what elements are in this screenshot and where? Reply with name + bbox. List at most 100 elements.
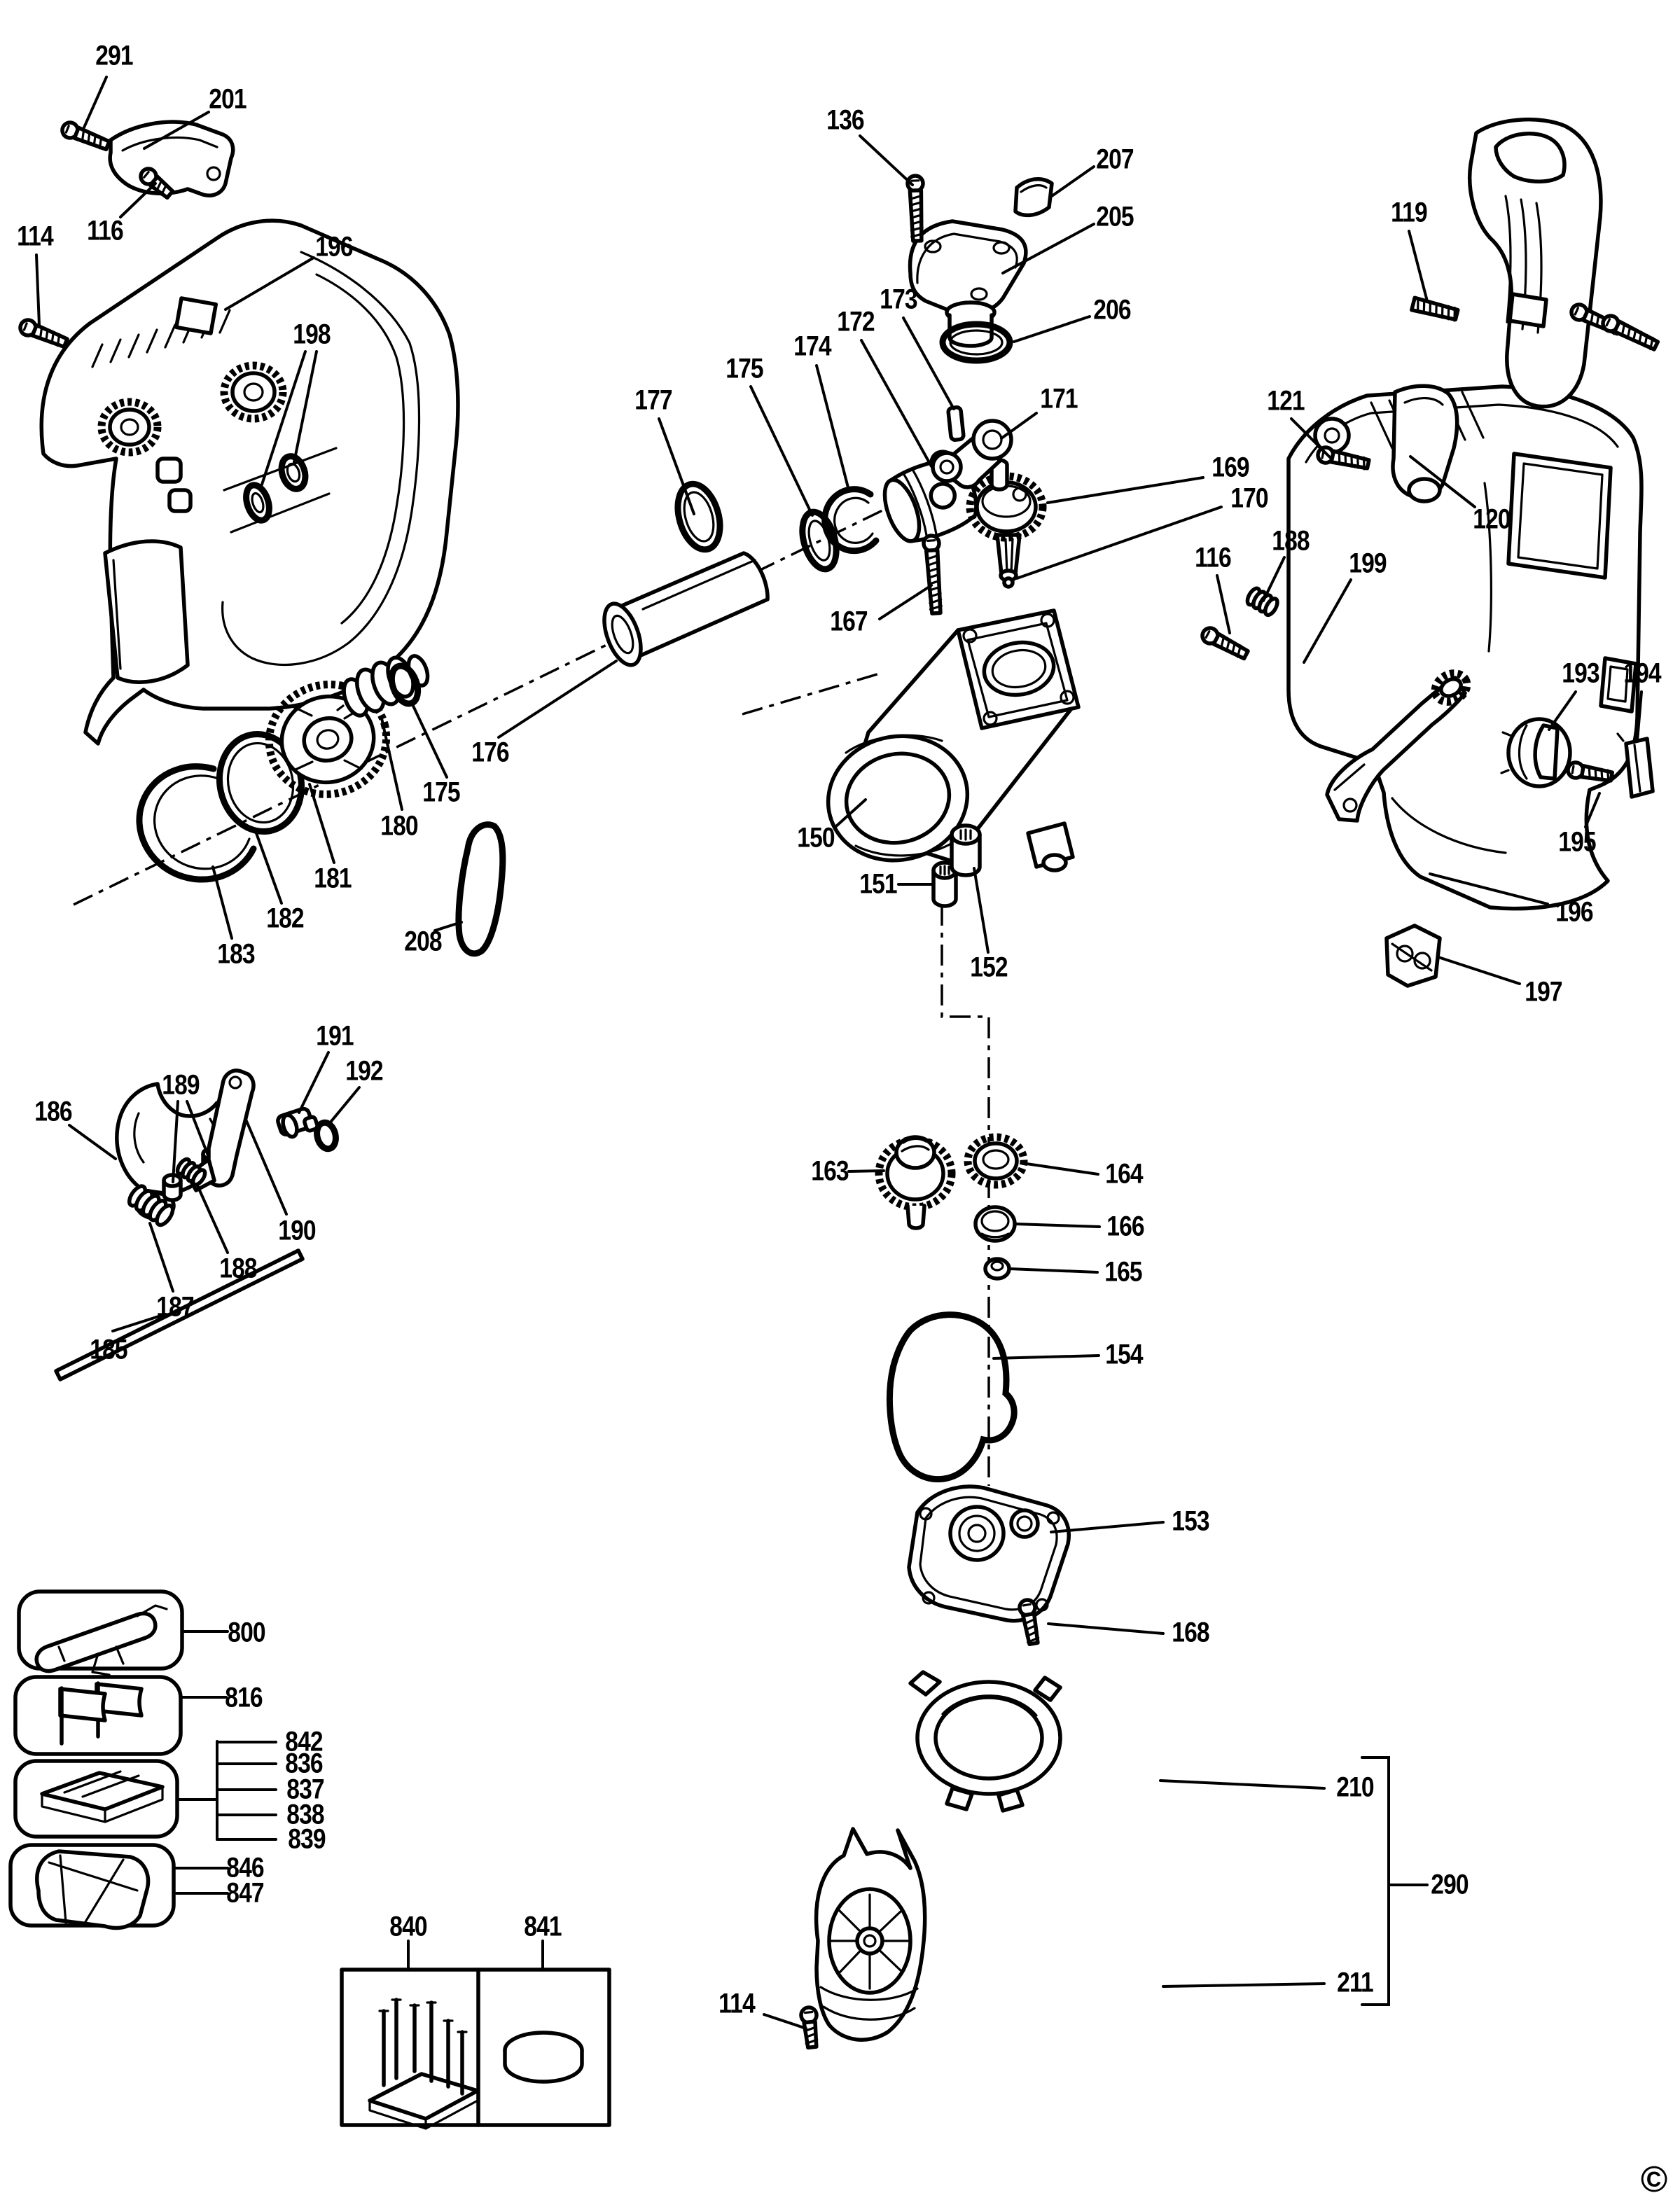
part-label-210: 210 — [1336, 1771, 1374, 1803]
kit-tray-drawing — [40, 1770, 165, 1823]
part-label-172: 172 — [837, 306, 875, 337]
screw-114-top-drawing — [18, 318, 69, 349]
cord-clamp-197-drawing — [1384, 924, 1442, 988]
leader-line-187 — [148, 1222, 174, 1293]
leader-line-176 — [497, 660, 618, 739]
bearing-151-drawing — [931, 861, 958, 908]
part-label-176: 176 — [471, 737, 509, 768]
leader-line-116-middle — [1216, 574, 1231, 634]
kit-box-800 — [17, 1589, 184, 1671]
plunger-191-drawing — [276, 1106, 319, 1139]
part-label-206: 206 — [1093, 294, 1131, 326]
part-label-199: 199 — [1349, 548, 1387, 579]
part-label-163: 163 — [811, 1155, 849, 1187]
part-label-175-lower: 175 — [422, 777, 460, 808]
part-label-116-top-left: 116 — [87, 215, 124, 246]
gasket-208-drawing — [455, 821, 506, 957]
part-label-188-upper: 188 — [1272, 525, 1310, 557]
leader-line-120 — [1409, 455, 1476, 508]
part-label-208: 208 — [404, 926, 442, 957]
leader-line-191 — [298, 1051, 330, 1114]
screw-116-middle-drawing — [1200, 626, 1250, 661]
part-label-191: 191 — [316, 1020, 354, 1052]
part-label-170: 170 — [1230, 482, 1268, 514]
axis-line-0 — [73, 483, 936, 906]
leader-line-194 — [1636, 690, 1643, 742]
part-label-198: 198 — [293, 319, 331, 350]
leader-line-172 — [860, 339, 933, 468]
leader-line-196-right — [1429, 872, 1549, 905]
coupling-180-drawing — [336, 654, 430, 718]
leader-line-206 — [1013, 315, 1091, 343]
left-housing-drawing — [39, 218, 460, 746]
screw-housing-b-drawing — [1601, 314, 1660, 351]
part-label-182: 182 — [266, 903, 304, 934]
shift-rod-185-drawing — [54, 1248, 305, 1381]
part-label-800: 800 — [228, 1617, 265, 1648]
end-cap-211-drawing — [814, 1827, 927, 2042]
part-label-290: 290 — [1431, 1869, 1469, 1900]
part-label-120: 120 — [1473, 503, 1511, 535]
leader-line-190 — [245, 1120, 288, 1216]
part-label-165: 165 — [1104, 1256, 1142, 1288]
part-label-167: 167 — [830, 606, 868, 637]
part-label-169: 169 — [1212, 452, 1249, 483]
leader-line-165 — [1008, 1267, 1099, 1274]
leader-line-195 — [1584, 792, 1601, 828]
part-label-174: 174 — [793, 330, 831, 362]
leader-line-119 — [1408, 230, 1429, 302]
mode-lever-199-drawing — [1325, 669, 1471, 823]
part-label-114-bottom: 114 — [718, 1988, 756, 2019]
stud-119-drawing — [1410, 295, 1460, 322]
part-label-119: 119 — [1391, 197, 1428, 228]
ring-177-drawing — [674, 480, 723, 553]
leader-line-166 — [1013, 1223, 1101, 1228]
part-label-154: 154 — [1105, 1339, 1143, 1370]
leader-line-192 — [328, 1086, 361, 1125]
screw-168-drawing — [1018, 1598, 1040, 1647]
crankcase-150-drawing — [826, 608, 1081, 872]
part-label-196-right: 196 — [1555, 896, 1593, 928]
part-label-190: 190 — [278, 1215, 316, 1246]
kit-grease-800-drawing — [34, 1604, 168, 1676]
part-label-196-top-left: 196 — [315, 231, 353, 263]
part-label-171: 171 — [1040, 383, 1078, 415]
part-label-291: 291 — [95, 40, 133, 71]
part-label-838: 838 — [286, 1799, 324, 1830]
leader-line-198 — [259, 350, 307, 490]
leader-line-210 — [1159, 1779, 1326, 1790]
gear-164-drawing — [964, 1133, 1028, 1189]
leader-line-152 — [973, 867, 990, 954]
leader-line-114-top-left — [35, 253, 41, 326]
part-label-116-middle: 116 — [1195, 542, 1232, 573]
trigger-drawing — [1391, 384, 1459, 503]
part-label-151: 151 — [859, 868, 897, 900]
leader-line-188-lower — [195, 1183, 229, 1254]
leader-line-150 — [835, 798, 867, 828]
part-label-188-lower: 188 — [219, 1253, 257, 1284]
part-label-185: 185 — [90, 1334, 127, 1365]
leader-line-180 — [380, 717, 403, 811]
part-label-164: 164 — [1105, 1158, 1143, 1190]
gear-163-drawing — [875, 1135, 956, 1230]
part-label-186: 186 — [34, 1096, 72, 1127]
leader-line-199 — [1303, 578, 1352, 664]
cylinder-176-drawing — [602, 551, 770, 667]
c-ring-183-drawing — [136, 763, 257, 883]
leader-line-164 — [1020, 1162, 1099, 1176]
kit-flags-816-drawing — [58, 1681, 144, 1746]
gear-case-153-drawing — [907, 1484, 1071, 1623]
part-label-173: 173 — [880, 284, 917, 315]
leader-lines-layer — [35, 76, 1643, 2030]
leader-line-173 — [902, 316, 955, 410]
axis-line-2 — [940, 905, 990, 1486]
leader-line-171 — [1000, 412, 1038, 440]
part-label-205: 205 — [1096, 201, 1134, 232]
part-label-194: 194 — [1623, 657, 1661, 689]
ring-175-lower-drawing — [388, 662, 422, 707]
leader-line-136 — [859, 134, 914, 186]
leader-line-181 — [308, 783, 335, 864]
axis-line-1 — [742, 672, 880, 716]
leader-line-291 — [83, 76, 108, 129]
